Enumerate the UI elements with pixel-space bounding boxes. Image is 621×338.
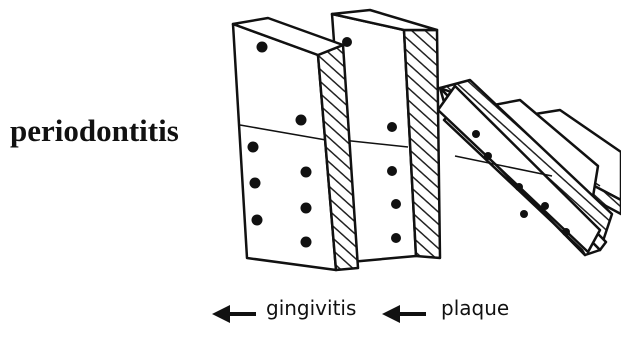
left-arrow-icon	[382, 305, 426, 323]
domino-icon	[233, 18, 358, 270]
stage-label-gingivitis: gingivitis	[266, 296, 356, 320]
stage-label-plaque: plaque	[441, 296, 509, 320]
diagram-title: periodontitis	[10, 113, 179, 149]
left-arrow-icon	[212, 305, 256, 323]
